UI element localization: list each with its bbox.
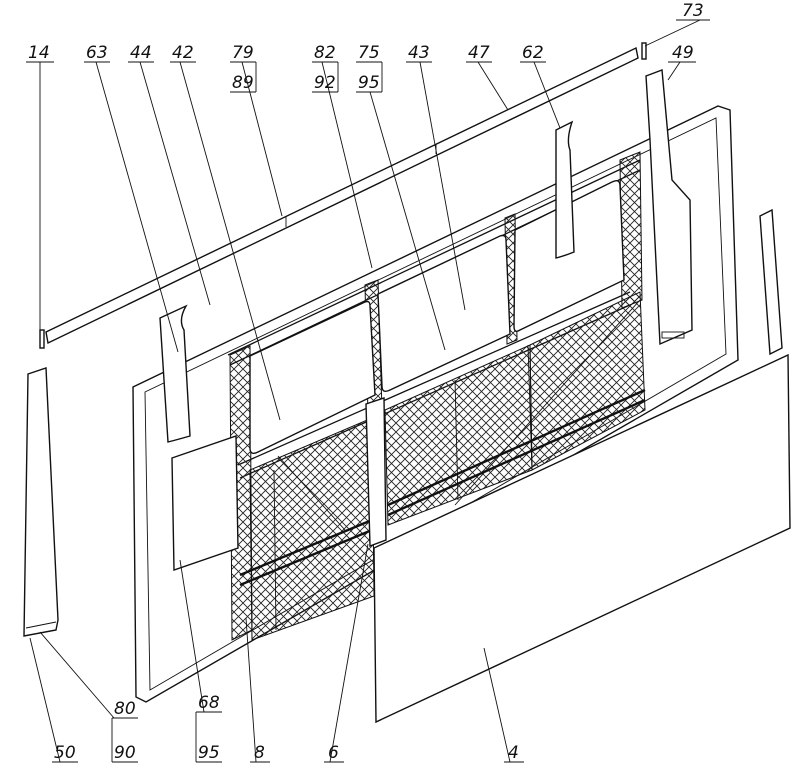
label-75: 75 (358, 43, 380, 63)
leader-lines (26, 19, 710, 763)
end-cap-piece (39, 329, 45, 349)
label-79: 79 (232, 43, 254, 63)
label-95-top: 95 (358, 73, 380, 93)
window-openings (249, 179, 625, 455)
label-8: 8 (254, 743, 265, 763)
door-post (365, 397, 387, 547)
label-68: 68 (198, 693, 220, 713)
diagonal-brace-right (454, 299, 641, 506)
label-82: 82 (314, 43, 336, 63)
label-49: 49 (672, 43, 694, 63)
upper-right-pillar (555, 120, 575, 259)
label-89: 89 (232, 73, 254, 93)
lower-skin-panel (373, 353, 791, 724)
label-62: 62 (522, 43, 544, 63)
label-6: 6 (328, 743, 339, 763)
label-90: 90 (114, 743, 136, 763)
label-14: 14 (28, 43, 50, 63)
label-95-bottom: 95 (198, 743, 220, 763)
label-44: 44 (130, 43, 152, 63)
diagonal-brace-left (277, 455, 346, 531)
label-50: 50 (54, 743, 76, 763)
roof-rail-strip (45, 46, 639, 345)
part-number-labels: 14 63 44 42 79 89 82 92 75 95 43 47 62 7… (28, 1, 704, 763)
label-47: 47 (468, 43, 490, 63)
label-73: 73 (682, 1, 704, 21)
left-lower-plate (171, 435, 239, 571)
label-92: 92 (314, 73, 336, 93)
top-cap-piece (641, 42, 647, 60)
far-right-strip (759, 208, 783, 356)
label-80: 80 (114, 699, 136, 719)
label-63: 63 (86, 43, 108, 63)
label-43: 43 (408, 43, 430, 63)
label-42: 42 (172, 43, 194, 63)
upper-left-pillar (159, 304, 191, 443)
rear-pillar (645, 69, 693, 346)
label-4: 4 (508, 743, 519, 763)
horizontal-rails (239, 344, 646, 631)
left-pillar-panel (23, 367, 59, 637)
